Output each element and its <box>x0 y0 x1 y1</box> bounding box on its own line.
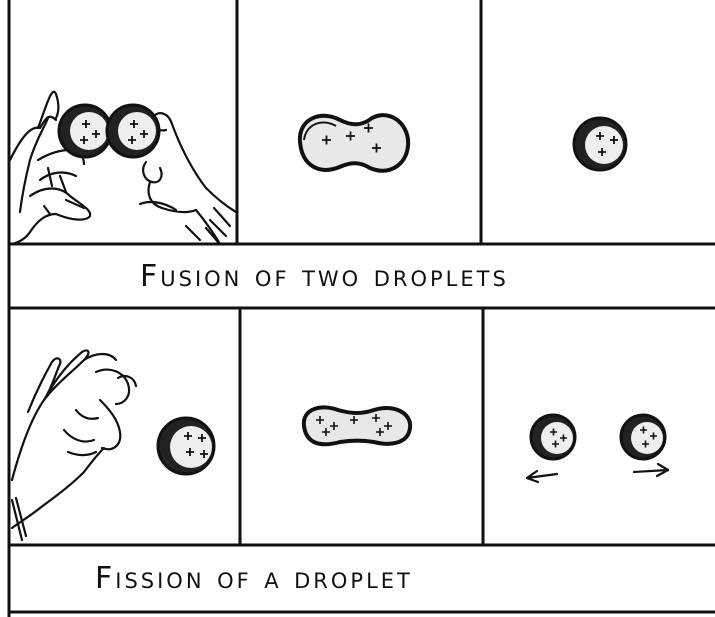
arrow-right-icon <box>634 464 668 476</box>
arrow-left-icon <box>527 471 557 482</box>
fission-panel-3 <box>527 415 668 482</box>
fusion-caption: Fusion of two droplets <box>140 259 509 294</box>
fission-panel-1 <box>12 350 214 540</box>
split-droplet-left <box>531 415 575 459</box>
panel-grid <box>9 0 715 617</box>
split-droplet-right <box>621 415 665 459</box>
fission-caption: Fission of a droplet <box>95 561 413 596</box>
droplet-before-fission <box>158 418 214 474</box>
elongated-droplet <box>304 407 410 444</box>
fusion-panel-1 <box>10 92 236 244</box>
fission-panel-2 <box>304 407 410 444</box>
droplet-right <box>107 105 159 157</box>
fusion-panel-3 <box>574 118 626 170</box>
pinching-hand-sketch <box>12 350 136 540</box>
fusion-panel-2 <box>300 115 408 171</box>
droplet-left <box>59 105 111 157</box>
